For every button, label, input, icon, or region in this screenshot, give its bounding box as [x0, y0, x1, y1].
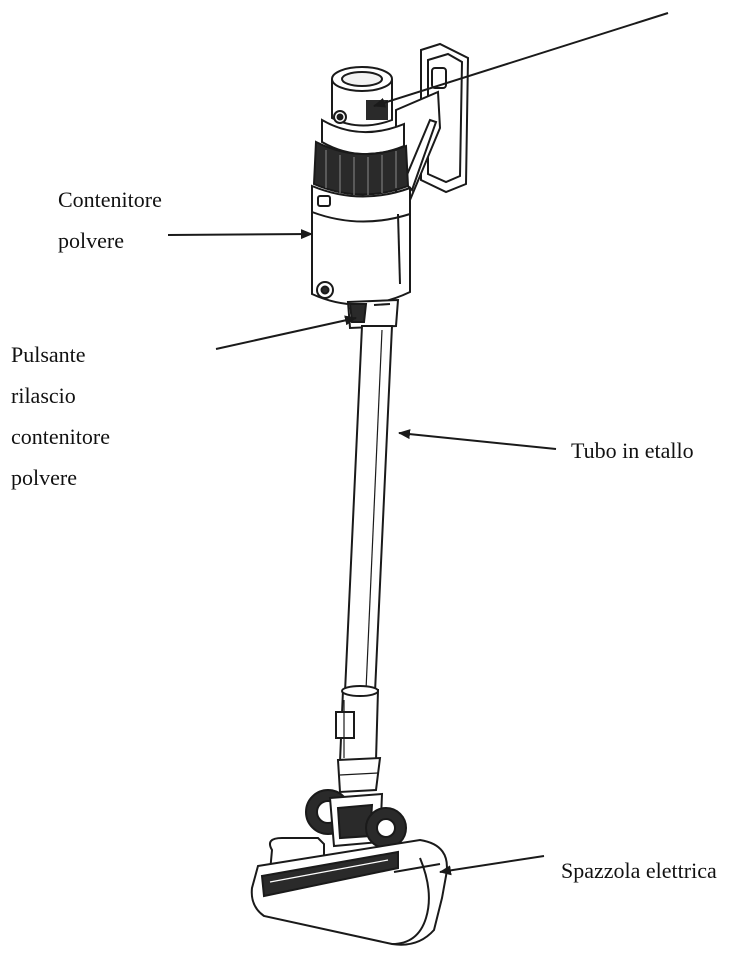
- label-line: Pulsante: [11, 342, 86, 367]
- label-metal-tube: Tubo in etallo: [571, 430, 694, 471]
- grip-ring: [312, 140, 410, 196]
- label-electric-brush: Spazzola elettrica: [561, 850, 717, 891]
- label-dust-container: Contenitore polvere: [58, 179, 162, 261]
- label-line: polvere: [11, 465, 77, 490]
- brush-head: [250, 837, 448, 946]
- motor-head: [321, 66, 405, 155]
- label-line: Tubo in etallo: [571, 438, 694, 463]
- label-line: rilascio: [11, 383, 76, 408]
- arrow-dust-container: [167, 229, 313, 240]
- label-line: contenitore: [11, 424, 110, 449]
- label-line: Contenitore: [58, 187, 162, 212]
- arrow-metal-tube: [398, 429, 557, 450]
- label-release-button: Pulsante rilascio contenitore polvere: [11, 334, 110, 498]
- dust-container-body: [311, 184, 411, 306]
- label-line: polvere: [58, 228, 124, 253]
- arrow-motor-head: [373, 12, 669, 108]
- arrow-electric-brush: [439, 855, 545, 876]
- metal-tube: [343, 325, 394, 693]
- arrow-release-button: [215, 315, 357, 350]
- release-button-collar: [346, 298, 400, 330]
- label-line: Spazzola elettrica: [561, 858, 717, 883]
- lower-connector: [335, 685, 382, 794]
- leader-arrows: [167, 12, 669, 876]
